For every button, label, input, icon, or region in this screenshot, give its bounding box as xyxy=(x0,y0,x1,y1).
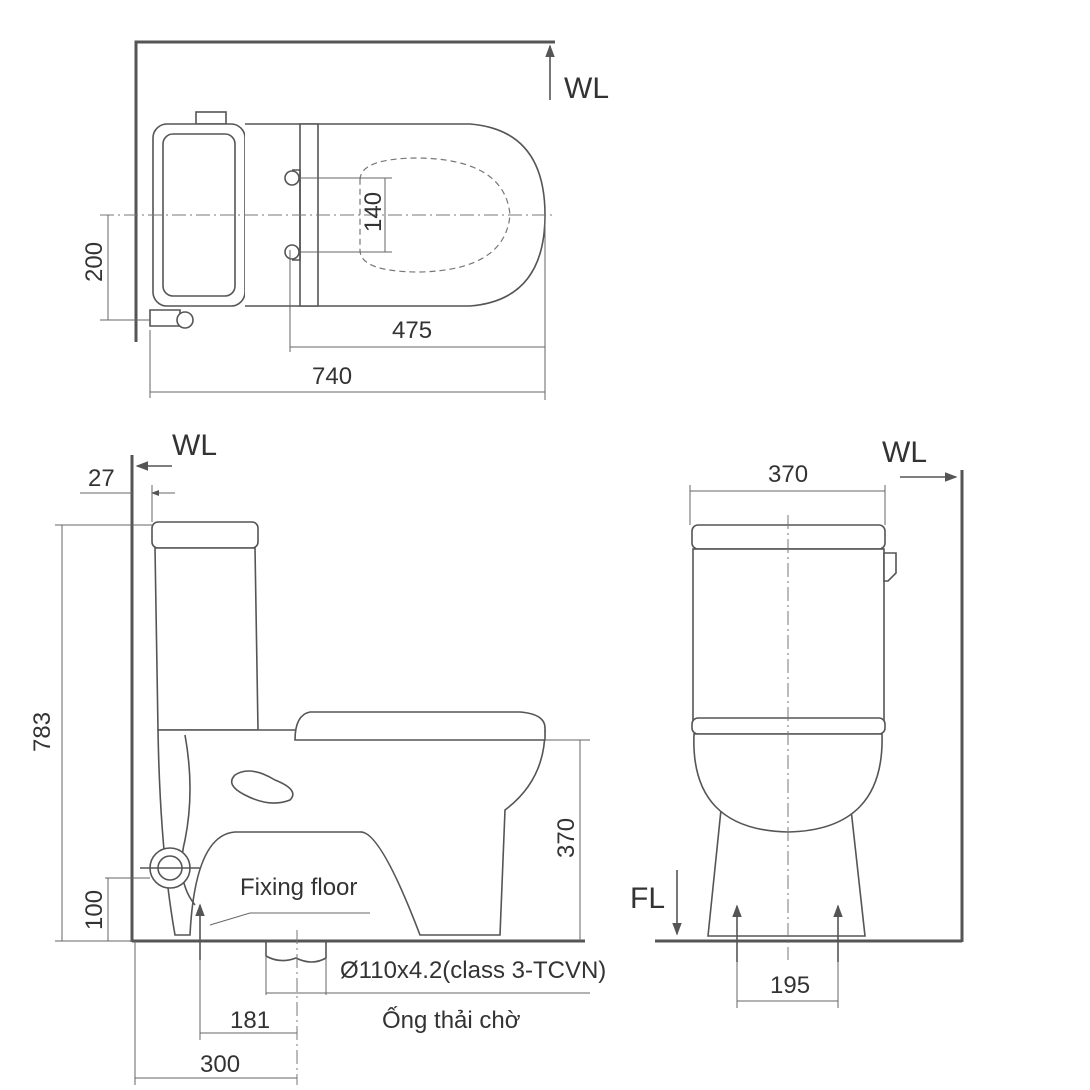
wall-label: WL xyxy=(882,436,927,469)
angle-valve xyxy=(149,309,181,327)
bowl-outline xyxy=(359,157,511,273)
trapway-hole xyxy=(230,770,294,804)
side-view: WL 27 Fixing floor Ø110x4.2(class 3-TCVN… xyxy=(29,429,606,1085)
wall-label: WL xyxy=(172,429,217,462)
dim-181: 181 xyxy=(230,1007,270,1034)
seat-lid xyxy=(294,711,546,741)
hinge-bolt xyxy=(284,170,300,186)
dim-27: 27 xyxy=(88,465,115,492)
tank-lid xyxy=(151,521,259,549)
top-view: WL 140 200 475 740 xyxy=(81,40,609,400)
hinge-bolt xyxy=(284,244,300,260)
dim-740: 740 xyxy=(312,363,352,390)
pipe-name-label: Ống thải chờ xyxy=(382,1006,521,1034)
wall-label: WL xyxy=(564,72,609,105)
wall-line xyxy=(134,40,555,342)
dim-370: 370 xyxy=(553,818,580,858)
pipe-spec-label: Ø110x4.2(class 3-TCVN) xyxy=(340,957,606,984)
bowl-body xyxy=(157,729,546,936)
dim-195: 195 xyxy=(770,972,810,999)
fixing-floor-label: Fixing floor xyxy=(240,874,357,901)
dim-300: 300 xyxy=(200,1051,240,1078)
flush-button xyxy=(195,111,227,125)
flush-lever xyxy=(883,552,897,582)
floor-label: FL xyxy=(630,882,665,915)
dim-140: 140 xyxy=(360,192,387,232)
dim-475: 475 xyxy=(392,317,432,344)
dim-200: 200 xyxy=(81,242,108,282)
dim-100: 100 xyxy=(81,890,108,930)
dim-370: 370 xyxy=(768,461,808,488)
front-view: WL 370 FL 195 xyxy=(630,436,964,1008)
dim-783: 783 xyxy=(29,712,56,752)
tank xyxy=(154,547,259,731)
